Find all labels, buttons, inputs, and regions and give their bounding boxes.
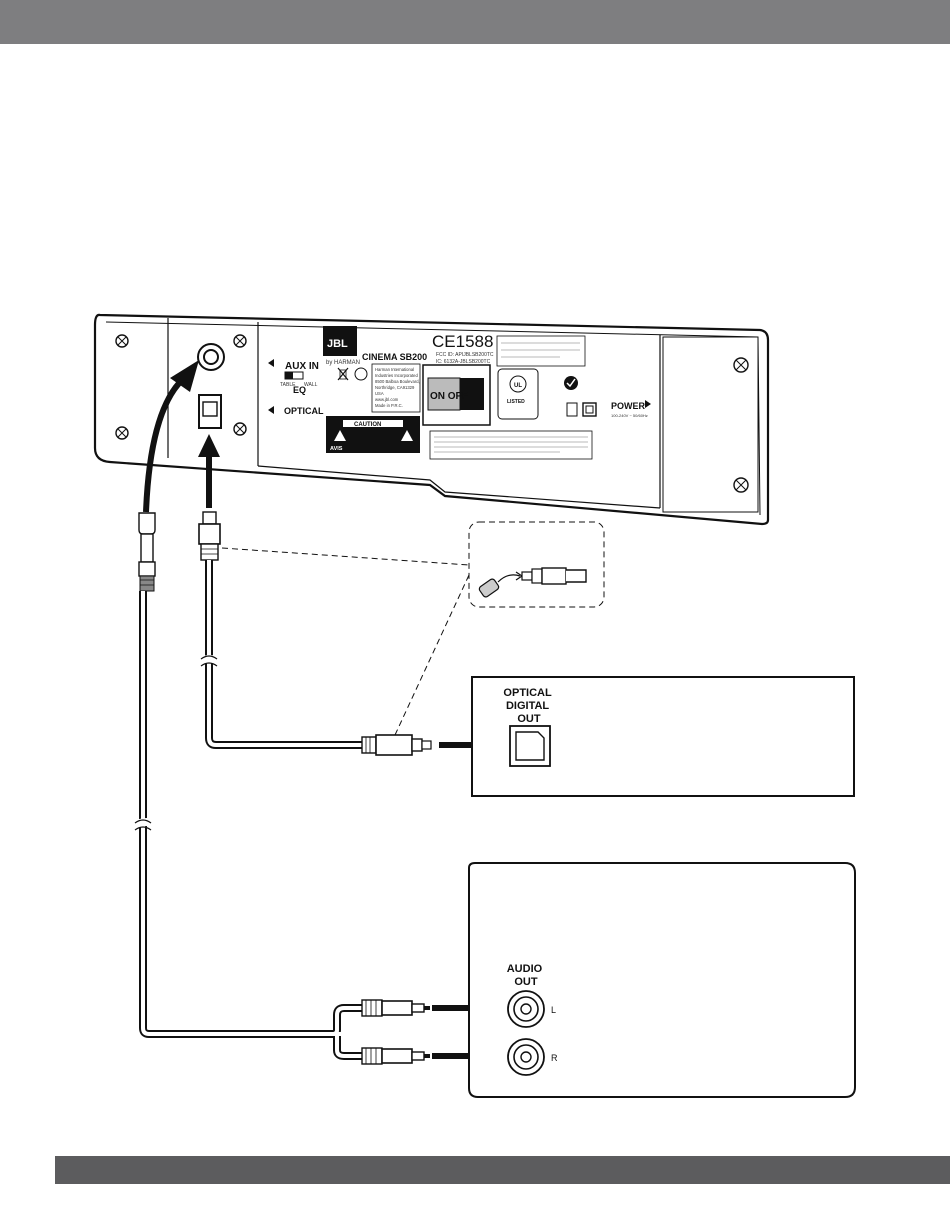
eq-label: EQ	[293, 385, 306, 395]
rca-jack-left-icon	[507, 990, 545, 1028]
power-label: POWER	[611, 401, 646, 411]
analog-source-device: AUDIO OUT L R	[468, 862, 856, 1098]
optical-label: OPTICAL	[284, 406, 324, 416]
eq-wall-label: WALL	[304, 382, 318, 388]
optical-source-device: OPTICAL DIGITAL OUT	[471, 676, 855, 797]
recycle-icon	[337, 367, 368, 381]
svg-text:ON OFF: ON OFF	[430, 391, 468, 402]
svg-text:JBL: JBL	[327, 338, 348, 350]
left-channel-label: L	[551, 1005, 556, 1015]
eq-table-label: TABLE	[280, 382, 296, 388]
aux-in-label: AUX IN	[285, 361, 319, 372]
address-text: Harman International Industries Incorpor…	[375, 367, 421, 408]
rca-jack-right-icon	[507, 1038, 545, 1076]
caution-label: CAUTION AVIS	[326, 416, 420, 453]
svg-text:LISTED: LISTED	[507, 399, 525, 405]
insert-arrow-icon	[143, 360, 220, 513]
ul-listed-icon: UL LISTED	[497, 368, 539, 420]
model-label: CINEMA SB200	[362, 352, 427, 362]
optical-in-port	[198, 394, 222, 429]
footer-bar	[55, 1156, 950, 1184]
aux-cable	[131, 512, 506, 1068]
soundbar-rear-panel: AUX IN TABLE WALL EQ OPTICAL JBL by HARM…	[93, 313, 770, 526]
address-box: Harman International Industries Incorpor…	[371, 363, 421, 413]
jbl-logo: JBL by HARMAN	[323, 326, 360, 366]
svg-text:CAUTION: CAUTION	[354, 422, 381, 428]
audio-out-label: AUDIO OUT	[507, 963, 546, 988]
aux-in-jack	[197, 343, 225, 371]
svg-text:AVIS: AVIS	[330, 446, 343, 452]
screw-icon	[115, 334, 749, 493]
right-channel-label: R	[551, 1053, 558, 1063]
dust-cap-detail	[221, 521, 605, 736]
optical-cable	[197, 511, 509, 757]
fcc-id: FCC ID: APIJBLSB200TC	[436, 352, 494, 358]
power-switch: ON OFF	[422, 364, 491, 426]
ic-id: IC: 6132A-JBLSB200TC	[436, 359, 491, 365]
svg-text:UL: UL	[514, 383, 522, 389]
svg-text:by HARMAN: by HARMAN	[326, 360, 360, 366]
header-bar	[0, 0, 950, 44]
compliance-icons	[564, 376, 597, 417]
optical-digital-out-label: OPTICAL DIGITAL OUT	[503, 687, 554, 725]
power-rating: 100-240V ~ 50/60Hz	[611, 413, 648, 418]
optical-out-port-icon	[509, 725, 551, 767]
ce-mark: CE1588	[432, 332, 493, 351]
